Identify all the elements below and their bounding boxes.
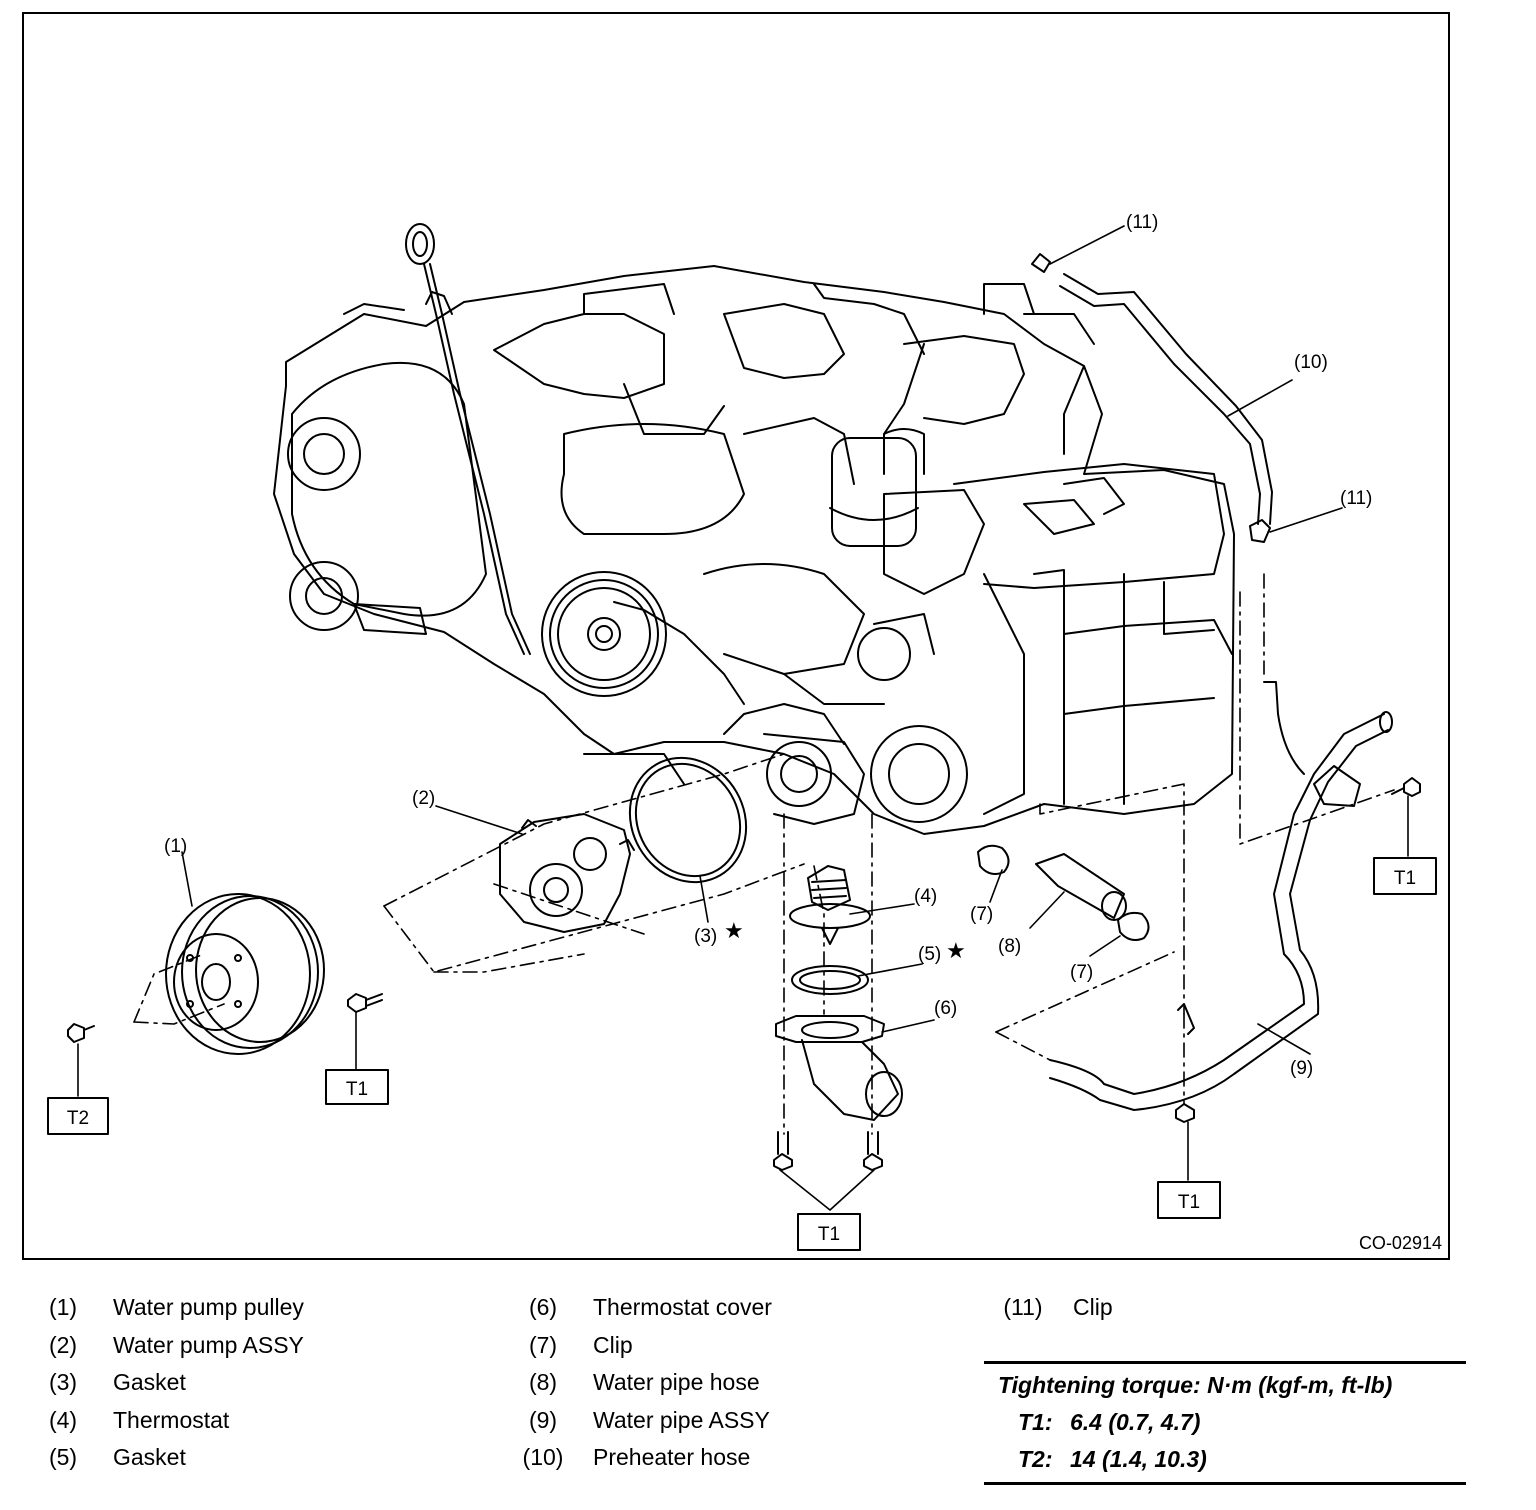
legend-item: (9) Water pipe ASSY [510, 1402, 772, 1440]
legend-number: (6) [528, 1294, 558, 1320]
legend-number: (8) [528, 1369, 558, 1395]
legend-name: Water pipe hose [593, 1369, 760, 1395]
legend-name: Clip [593, 1331, 633, 1358]
water-pipe-assy [1049, 681, 1393, 1111]
callout-9: (9) [1290, 1058, 1313, 1079]
legend-name: Water pipe ASSY [593, 1406, 770, 1433]
legend-number: (5) [48, 1444, 78, 1470]
torque-key: T1: [1018, 1409, 1053, 1435]
legend-item: (5) Gasket [30, 1439, 304, 1477]
callout-7a: (7) [970, 904, 993, 925]
callout-7b: (7) [1070, 962, 1093, 983]
legend-name: Gasket [113, 1369, 186, 1395]
legend-item: (7) Clip [510, 1327, 772, 1365]
figure-code: CO-02914 [1358, 1233, 1442, 1253]
star-symbol-5: ★ [946, 938, 966, 963]
legend-number: (9) [528, 1406, 558, 1433]
torque-key: T2: [1018, 1446, 1053, 1472]
oil-dipstick [405, 223, 531, 655]
legend-item: (6) Thermostat cover [510, 1289, 772, 1327]
legend-name: Water pump pulley [113, 1294, 304, 1320]
legend-column-2: (6) Thermostat cover (7) Clip (8) Water pip… [510, 1289, 772, 1477]
callout-2: (2) [412, 788, 435, 809]
legend-item: (8) Water pipe hose [510, 1364, 772, 1402]
torque-value: 6.4 (0.7, 4.7) [1070, 1409, 1201, 1435]
torque-box-t1-bottom [797, 1213, 861, 1251]
exploded-view-drawing: (1) (2) (3) (4) (5) (6) (7) (7) (8) (9) … [47, 212, 1437, 1251]
torque-value: 14 (1.4, 10.3) [1070, 1446, 1207, 1472]
legend-item: (11) Clip [990, 1289, 1113, 1327]
torque-box-t1-left [325, 1069, 389, 1105]
legend-name: Water pump ASSY [113, 1331, 304, 1358]
alignment-lines [133, 573, 1395, 1135]
legend-number: (3) [48, 1369, 78, 1395]
torque-box-t1-pipe-label: T1 [1178, 1192, 1200, 1213]
callout-labels: (1) (2) (3) (4) (5) (6) (7) (7) (8) (9) … [164, 212, 1372, 1079]
callout-6: (6) [934, 998, 957, 1019]
legend-item: (4) Thermostat [30, 1402, 304, 1440]
torque-table: Tightening torque: N·m (kgf-m, ft-lb) T1… [984, 1361, 1466, 1485]
water-pump-assy [499, 813, 635, 933]
pump-gasket [628, 756, 748, 884]
legend-name: Thermostat [113, 1406, 230, 1433]
star-symbol-3: ★ [724, 918, 744, 943]
callout-5: (5) [918, 944, 941, 965]
torque-box-t1-right [1373, 857, 1437, 895]
legend-number: (11) [1003, 1294, 1043, 1320]
legend-item: (1) Water pump pulley [30, 1289, 304, 1327]
callout-11b: (11) [1340, 488, 1372, 509]
callout-11a: (11) [1126, 212, 1158, 233]
torque-box-t1-bottom-label: T1 [818, 1224, 840, 1245]
legend-name: Clip [1073, 1294, 1113, 1320]
legend-number: (4) [48, 1406, 78, 1433]
legend-item: (3) Gasket [30, 1364, 304, 1402]
preheater-hose [1031, 253, 1273, 543]
legend-item: (10) Preheater hose [510, 1439, 772, 1477]
legend-number: (7) [528, 1331, 558, 1358]
legend-name: Thermostat cover [593, 1294, 772, 1320]
callout-10: (10) [1294, 352, 1328, 373]
callout-3: (3) [694, 926, 717, 947]
legend-name: Preheater hose [593, 1444, 751, 1470]
torque-box-t1-left-label: T1 [346, 1079, 368, 1100]
torque-box-t1-pipe [1157, 1181, 1221, 1219]
legend-number: (10) [522, 1444, 564, 1470]
torque-title: Tightening torque: N·m (kgf-m, ft-lb) [998, 1372, 1393, 1398]
legend-name: Gasket [113, 1444, 186, 1470]
legend-column-3: (11) Clip [990, 1289, 1113, 1327]
legend-column-1: (1)Water pump pulley (2)Water pump ASSY … [30, 1289, 304, 1477]
bolts [67, 777, 1421, 1171]
legend-item: (2) Water pump ASSY [30, 1327, 304, 1365]
diagram-frame: (1) (2) (3) (4) (5) (6) (7) (7) (8) (9) … [22, 12, 1450, 1260]
torque-boxes: T2 T1 T1 T1 T1 [47, 857, 1437, 1251]
thermostat-cover [775, 1015, 903, 1121]
crank-pulley [541, 571, 667, 697]
callout-4: (4) [914, 886, 937, 907]
callout-8: (8) [998, 936, 1021, 957]
engine-block [273, 265, 1235, 835]
thermostat [789, 865, 871, 945]
leader-lines [77, 225, 1409, 1211]
water-pipe-hose [977, 844, 1150, 941]
torque-row-t2: T2: 14 (1.4, 10.3) [984, 1441, 1466, 1478]
thermostat-gasket [791, 965, 869, 995]
legend-number: (2) [48, 1331, 78, 1358]
torque-box-t2 [47, 1097, 109, 1135]
water-pump-pulley [165, 893, 325, 1055]
torque-box-t2-label: T2 [67, 1108, 89, 1129]
torque-row-t1: T1: 6.4 (0.7, 4.7) [984, 1404, 1466, 1441]
torque-box-t1-right-label: T1 [1394, 868, 1416, 889]
legend-number: (1) [48, 1294, 78, 1320]
callout-1: (1) [164, 836, 187, 857]
